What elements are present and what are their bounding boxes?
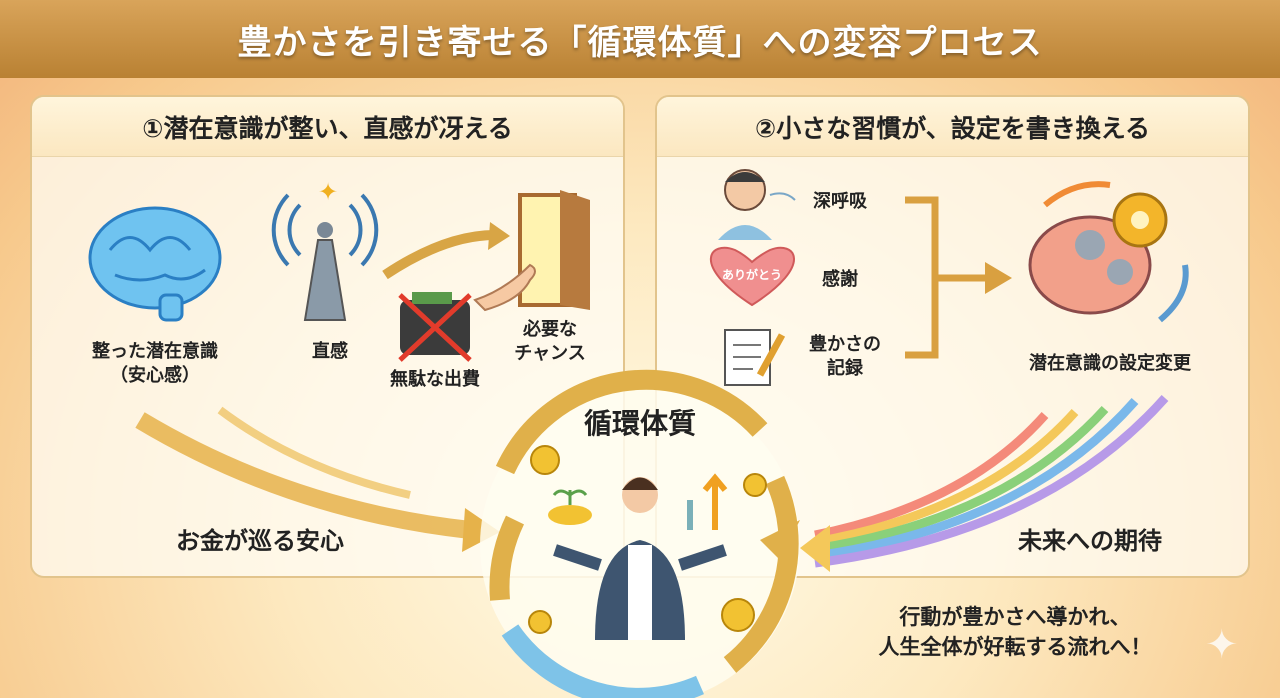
- habits-bracket-arrow: [905, 196, 1012, 359]
- heart-text: ありがとう: [721, 268, 782, 282]
- footer-line2: 人生全体が好転する流れへ！: [878, 635, 1152, 660]
- door-hand-icon: [473, 190, 590, 312]
- footer-message: 行動が豊かさへ導かれ、 人生全体が好転する流れへ！: [830, 602, 1200, 663]
- wallet-crossed-icon: [382, 222, 510, 362]
- rainbow-arrows: [800, 395, 1169, 572]
- brain-label-line1: 整った潜在意識: [92, 341, 218, 362]
- habit-record: 豊かさの記録: [795, 333, 895, 382]
- brain-icon: [88, 206, 222, 322]
- future-expectation-label: 未来への期待: [1018, 527, 1162, 555]
- chance-label-line1: 必要な: [523, 319, 577, 340]
- setting-change-label: 潜在意識の設定変更: [1029, 353, 1191, 374]
- page-title: 豊かさを引き寄せる「循環体質」への変容プロセス: [0, 0, 1280, 78]
- chance-label: 必要なチャンス: [500, 318, 600, 367]
- chance-label-line2: チャンス: [514, 343, 586, 365]
- svg-text:✦: ✦: [318, 178, 338, 206]
- habit-deep-breath: 深呼吸: [813, 191, 867, 212]
- brain-label: 整った潜在意識 （安心感）: [60, 340, 250, 389]
- habit-record-line1: 豊かさの: [809, 334, 881, 355]
- brain-gears-icon: [1028, 181, 1189, 323]
- money-flow-label: お金が巡る安心: [176, 527, 344, 555]
- notebook-pencil-icon: [724, 329, 786, 386]
- habit-record-line2: 記録: [827, 358, 863, 380]
- left-panel-heading: ①潜在意識が整い、直感が冴える: [32, 97, 623, 157]
- waste-label: 無駄な出費: [390, 369, 480, 390]
- intuition-label: 直感: [312, 341, 348, 362]
- breathing-person-icon: [718, 169, 796, 240]
- antenna-icon: ✦: [271, 178, 379, 321]
- footer-line1: 行動が豊かさへ導かれ、: [899, 605, 1131, 629]
- sparkle-icon: ✦: [1205, 622, 1239, 668]
- heart-icon: [709, 246, 795, 307]
- brain-label-line2: （安心感）: [110, 365, 200, 387]
- right-panel-heading: ②小さな習慣が、設定を書き換える: [657, 97, 1248, 157]
- circulation-label: 循環体質: [583, 407, 696, 440]
- circulation-cycle: [480, 369, 800, 698]
- habit-gratitude: 感謝: [822, 269, 858, 290]
